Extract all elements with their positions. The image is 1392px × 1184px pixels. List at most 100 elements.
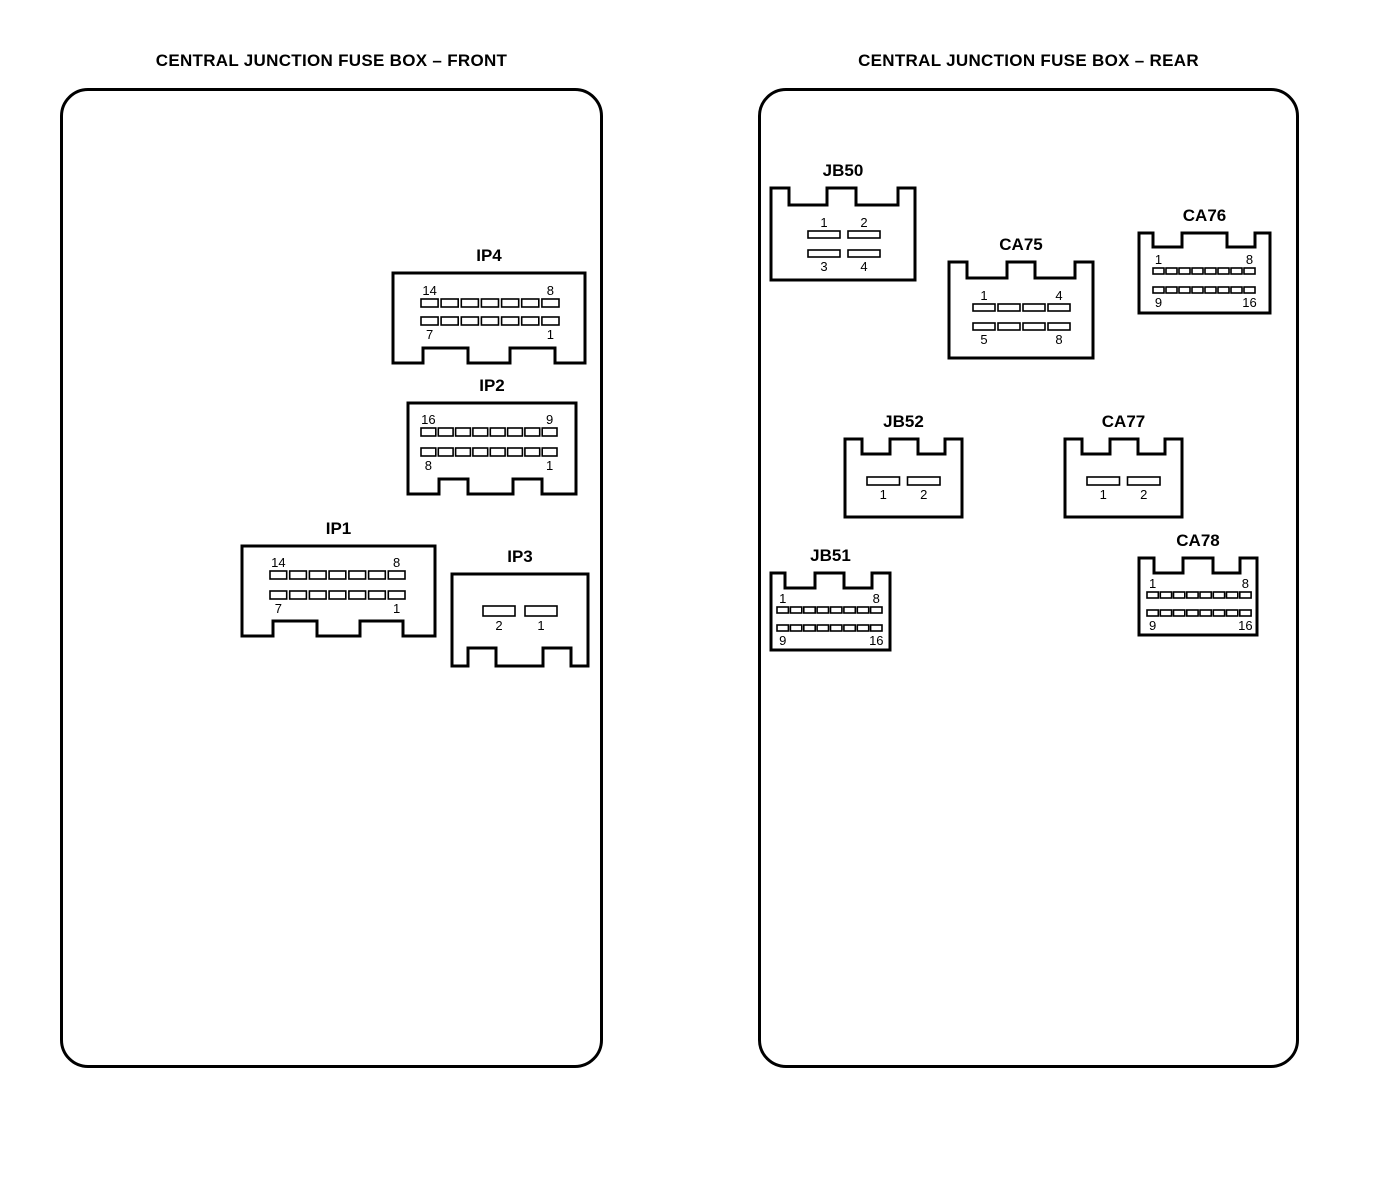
pin-terminal bbox=[1178, 267, 1191, 275]
pin-terminal bbox=[1047, 322, 1071, 331]
pin-terminal bbox=[506, 427, 524, 437]
pin-terminal bbox=[480, 298, 500, 308]
pin-terminal bbox=[328, 570, 347, 580]
pin-terminal bbox=[1146, 609, 1160, 617]
pin-number: 1 bbox=[980, 288, 987, 303]
pin-number: 3 bbox=[820, 259, 827, 274]
connector-label: IP3 bbox=[507, 547, 533, 566]
pin-terminal bbox=[1047, 303, 1071, 312]
pin-terminal bbox=[906, 476, 941, 486]
pin-terminal bbox=[1185, 591, 1199, 599]
pin-terminal bbox=[489, 427, 506, 437]
connector-label: CA78 bbox=[1176, 531, 1220, 550]
pin-terminal bbox=[472, 427, 489, 437]
pin-terminal bbox=[847, 230, 881, 239]
pin-terminal bbox=[789, 624, 803, 632]
front-panel-title: CENTRAL JUNCTION FUSE BOX – FRONT bbox=[155, 51, 508, 70]
pin-number: 1 bbox=[547, 327, 554, 342]
pin-terminal bbox=[524, 447, 541, 457]
pin-terminal bbox=[816, 624, 830, 632]
pin-terminal bbox=[807, 230, 841, 239]
pin-terminal bbox=[437, 427, 454, 437]
pin-terminal bbox=[869, 624, 883, 632]
pin-number: 2 bbox=[1140, 487, 1147, 502]
pin-terminal bbox=[420, 298, 439, 308]
pin-number: 2 bbox=[860, 215, 867, 230]
pin-terminal bbox=[816, 606, 830, 614]
pin-terminal bbox=[1243, 286, 1256, 294]
pin-number: 7 bbox=[426, 327, 433, 342]
pin-terminal bbox=[1165, 286, 1178, 294]
pin-number: 7 bbox=[275, 601, 282, 616]
pin-number: 8 bbox=[1242, 576, 1249, 591]
pin-terminal bbox=[1172, 591, 1186, 599]
pin-terminal bbox=[802, 606, 816, 614]
pin-terminal bbox=[308, 590, 327, 600]
pin-number: 14 bbox=[422, 283, 436, 298]
pin-number: 1 bbox=[1100, 487, 1107, 502]
pin-terminal bbox=[1217, 286, 1230, 294]
pin-terminal bbox=[1217, 267, 1230, 275]
pin-number: 9 bbox=[1149, 618, 1156, 633]
pin-terminal bbox=[480, 316, 500, 326]
pin-terminal bbox=[972, 303, 996, 312]
pin-terminal bbox=[269, 570, 288, 580]
pin-terminal bbox=[1204, 286, 1217, 294]
pin-number: 8 bbox=[1246, 252, 1253, 267]
pin-number: 1 bbox=[1155, 252, 1162, 267]
pin-terminal bbox=[1165, 267, 1178, 275]
pin-terminal bbox=[541, 298, 560, 308]
pin-terminal bbox=[1178, 286, 1191, 294]
pin-terminal bbox=[1199, 609, 1213, 617]
pin-terminal bbox=[829, 624, 843, 632]
pin-terminal bbox=[1225, 609, 1239, 617]
pin-terminal bbox=[440, 316, 459, 326]
pin-number: 16 bbox=[1238, 618, 1252, 633]
pin-terminal bbox=[288, 570, 308, 580]
pin-terminal bbox=[440, 298, 459, 308]
pin-terminal bbox=[1152, 286, 1165, 294]
pin-terminal bbox=[524, 427, 541, 437]
pin-number: 8 bbox=[393, 555, 400, 570]
pin-terminal bbox=[869, 606, 883, 614]
pin-terminal bbox=[807, 249, 841, 258]
pin-terminal bbox=[1146, 591, 1160, 599]
pin-terminal bbox=[348, 570, 367, 580]
pin-number: 1 bbox=[820, 215, 827, 230]
connector-label: JB51 bbox=[810, 546, 851, 565]
connector-outline bbox=[769, 186, 917, 282]
pin-terminal bbox=[348, 590, 367, 600]
pin-terminal bbox=[472, 447, 489, 457]
pin-terminal bbox=[420, 316, 439, 326]
connector-label: JB50 bbox=[822, 161, 864, 180]
pin-terminal bbox=[520, 298, 540, 308]
pin-terminal bbox=[1191, 267, 1204, 275]
pin-terminal bbox=[500, 316, 520, 326]
pin-terminal bbox=[789, 606, 803, 614]
connector-label: IP2 bbox=[479, 376, 505, 395]
pin-number: 2 bbox=[495, 618, 502, 633]
pin-terminal bbox=[328, 590, 347, 600]
pin-terminal bbox=[997, 322, 1021, 331]
pin-terminal bbox=[460, 316, 480, 326]
pin-terminal bbox=[1230, 267, 1243, 275]
pin-number: 1 bbox=[537, 618, 544, 633]
pin-terminal bbox=[856, 606, 870, 614]
pin-number: 8 bbox=[873, 591, 880, 606]
pin-number: 1 bbox=[779, 591, 786, 606]
pin-terminal bbox=[802, 624, 816, 632]
connector-outline bbox=[843, 437, 964, 519]
pin-terminal bbox=[437, 447, 454, 457]
pin-terminal bbox=[541, 316, 560, 326]
pin-number: 4 bbox=[1055, 288, 1062, 303]
pin-number: 5 bbox=[980, 332, 987, 347]
connector-label: IP4 bbox=[476, 246, 502, 265]
pin-terminal bbox=[1086, 476, 1121, 486]
